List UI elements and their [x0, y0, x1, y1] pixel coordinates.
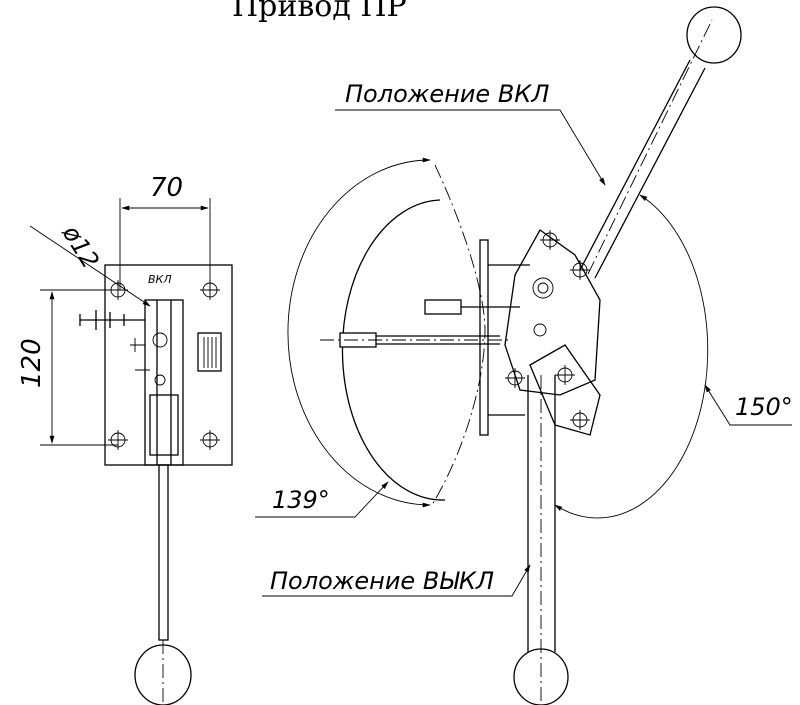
handle-off — [513, 375, 569, 705]
arc-left-outer — [287, 157, 431, 508]
angle-left-label: 139° — [272, 486, 330, 514]
horizontal-rod — [375, 335, 500, 345]
mount-bracket — [479, 239, 489, 436]
handle-rod — [158, 464, 169, 641]
handle-on — [579, 6, 742, 279]
front-view: ВКЛ 70 120 ø12 — [17, 173, 233, 705]
plate-lower — [529, 344, 601, 436]
knob-off — [513, 648, 569, 705]
angle-right-label: 150° — [735, 393, 793, 421]
mounting-holes — [108, 280, 220, 450]
knob-on — [686, 6, 742, 64]
position-off-label: Положение ВЫКЛ — [270, 567, 494, 595]
label-on: ВКЛ — [148, 273, 172, 286]
dim-height: 120 — [17, 338, 47, 388]
side-view: Положение ВКЛ Положение ВЫКЛ 139° 150° — [255, 6, 793, 705]
arc-right — [554, 194, 709, 519]
front-mechanism — [79, 299, 184, 466]
drawing-title: Привод ПР — [232, 0, 407, 24]
position-on-label: Положение ВКЛ — [345, 80, 549, 108]
cylinder-top — [424, 299, 462, 315]
base-plate — [104, 264, 233, 466]
plate-upper — [504, 229, 601, 396]
nameplate — [197, 332, 222, 372]
dim-width: 70 — [150, 173, 183, 203]
arc-left-inner — [341, 199, 446, 501]
dim-diameter: ø12 — [56, 219, 104, 273]
